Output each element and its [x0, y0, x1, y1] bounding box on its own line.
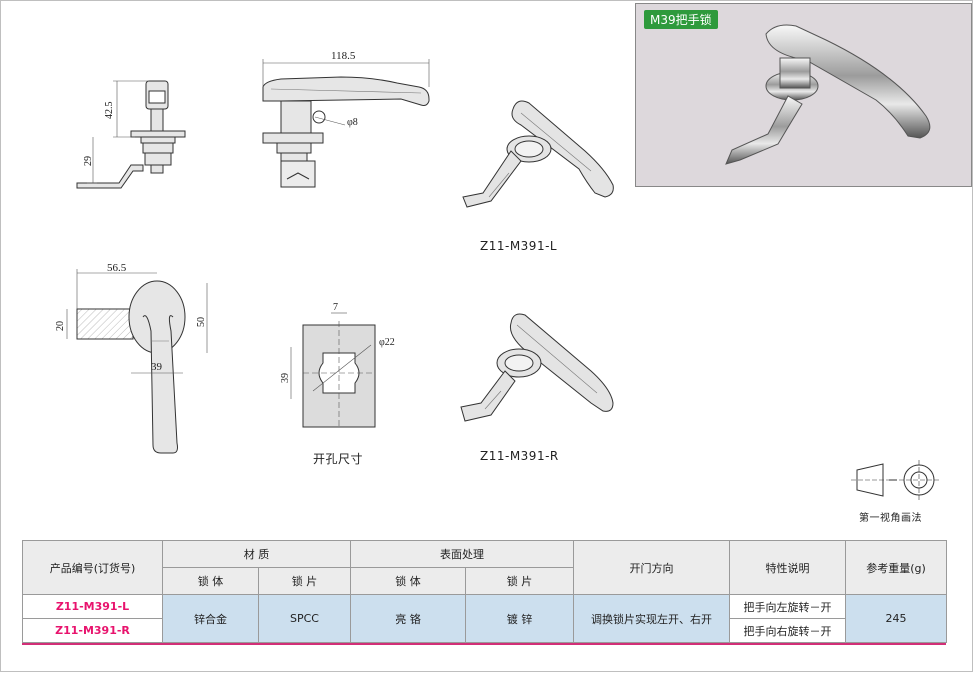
dim-front-bottom: 39 — [151, 361, 163, 373]
dim-top-length: 118.5 — [331, 50, 356, 62]
photo-tag: M39把手锁 — [644, 10, 718, 29]
header-weight: 参考重量(g) — [845, 540, 947, 595]
cutout-drawing — [290, 312, 376, 428]
handle-lock-photo-icon — [725, 24, 931, 165]
dim-cut-height: 39 — [280, 373, 291, 383]
header-body-material: 锁 体 — [162, 567, 259, 595]
table-row: Z11-M391-L 锌合金 SPCC 亮 铬 镀 锌 调换锁片实现左开、右开 … — [22, 594, 947, 643]
isometric-r-drawing — [460, 313, 614, 422]
dim-front-width: 56.5 — [107, 262, 127, 274]
dim-front-left: 20 — [55, 321, 66, 331]
header-plate-finish: 锁 片 — [465, 567, 574, 595]
table-bottom-rule — [22, 643, 946, 645]
header-feature: 特性说明 — [729, 540, 846, 595]
product-photo: M39把手锁 — [635, 3, 972, 187]
header-product-code: 产品编号(订货号) — [22, 540, 163, 595]
header-finish: 表面处理 — [350, 540, 574, 568]
dim-side-height: 42.5 — [104, 102, 115, 120]
direction-cell: 调换锁片实现左开、右开 — [573, 594, 730, 643]
caption-model-l: Z11-M391-L — [480, 239, 558, 253]
dim-shaft-dia: φ8 — [347, 117, 358, 128]
caption-projection: 第一视角画法 — [859, 513, 922, 524]
caption-model-r: Z11-M391-R — [480, 449, 559, 463]
plate-material-cell: SPCC — [258, 594, 351, 643]
header-body-finish: 锁 体 — [350, 567, 466, 595]
dim-front-height: 50 — [196, 317, 207, 327]
table-row: Z11-M391-R 把手向右旋转－开 — [22, 618, 947, 643]
isometric-l-drawing — [462, 100, 614, 208]
weight-cell: 245 — [845, 594, 947, 643]
dim-side-lower: 29 — [83, 156, 94, 166]
plate-finish-cell: 镀 锌 — [465, 594, 574, 643]
body-material-cell: 锌合金 — [162, 594, 259, 643]
side-view-drawing — [76, 80, 186, 189]
spec-table: 产品编号(订货号) 材 质 表面处理 开门方向 特性说明 参考重量(g) 锁 体… — [22, 540, 947, 643]
front-view-drawing — [66, 269, 208, 454]
dim-cut-dia: φ22 — [379, 337, 395, 348]
header-material: 材 质 — [162, 540, 351, 568]
header-plate-material: 锁 片 — [258, 567, 351, 595]
caption-cutout: 开孔尺寸 — [313, 452, 364, 466]
feature-cell: 把手向左旋转－开 — [729, 594, 846, 619]
feature-cell: 把手向右旋转－开 — [729, 618, 846, 643]
header-direction: 开门方向 — [573, 540, 730, 595]
projection-symbol-icon — [851, 460, 939, 500]
top-view-drawing — [262, 59, 430, 188]
dim-cut-width: 7 — [333, 302, 338, 313]
body-finish-cell: 亮 铬 — [350, 594, 466, 643]
product-code-cell: Z11-M391-L — [22, 594, 163, 619]
product-code-cell: Z11-M391-R — [22, 618, 163, 643]
